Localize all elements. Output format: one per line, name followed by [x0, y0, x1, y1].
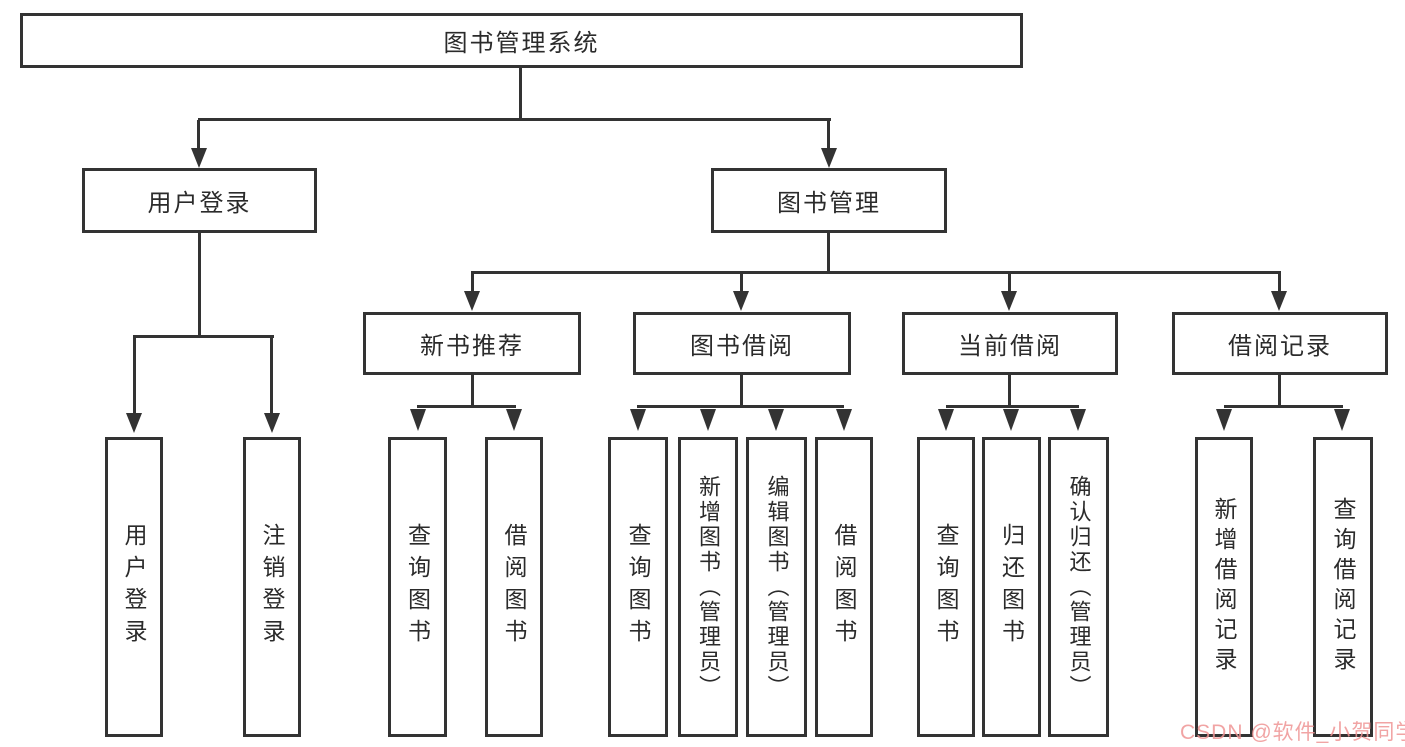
leaf-cb-search-books: 查询图书 — [917, 437, 975, 737]
leaf-bb-borrow-books: 借阅图书 — [815, 437, 873, 737]
node-library-management-system: 图书管理系统 — [20, 13, 1023, 68]
leaf-bb-search-books-label: 查询图书 — [625, 523, 651, 651]
leaf-nb-search-books: 查询图书 — [388, 437, 447, 737]
node-user-login: 用户登录 — [82, 168, 317, 233]
node-current-borrowing-label: 当前借阅 — [958, 333, 1062, 360]
node-book-borrowing: 图书借阅 — [633, 312, 851, 375]
arrow-to-br-search — [1334, 409, 1350, 431]
leaf-nb-search-books-label: 查询图书 — [404, 523, 431, 651]
connector-book-mgmt-hline — [471, 271, 1281, 274]
connector-book-borrow-stem — [740, 375, 743, 407]
arrow-to-new-books — [464, 291, 480, 311]
connector-new-books-drop — [471, 273, 474, 292]
connector-current-borrow-stem — [1008, 375, 1011, 407]
node-book-borrowing-label: 图书借阅 — [690, 333, 794, 360]
connector-leaf-user-login-drop — [133, 337, 136, 415]
node-borrowing-records-label: 借阅记录 — [1228, 333, 1332, 360]
node-library-management-system-label: 图书管理系统 — [443, 30, 600, 57]
connector-new-books-hline — [417, 405, 516, 408]
connector-root-stem — [519, 68, 522, 119]
arrow-to-bb-search — [630, 409, 646, 431]
arrow-to-leaf-logout — [264, 413, 280, 433]
leaf-user-login: 用户登录 — [105, 437, 163, 737]
connector-book-mgmt-drop — [827, 120, 830, 150]
arrow-to-cb-confirm — [1070, 409, 1086, 431]
leaf-cb-confirm-return-admin-label: 确认归还（管理员） — [1066, 474, 1092, 700]
connector-book-borrow-hline — [637, 405, 844, 408]
arrow-to-bb-add — [700, 409, 716, 431]
node-user-login-label: 用户登录 — [147, 190, 252, 217]
leaf-cb-return-books: 归还图书 — [982, 437, 1041, 737]
arrow-to-user-login — [191, 148, 207, 168]
connector-user-login-hline — [133, 335, 274, 338]
leaf-bb-edit-books-admin: 编辑图书（管理员） — [746, 437, 807, 737]
arrow-to-br-add — [1216, 409, 1232, 431]
node-new-book-recommend: 新书推荐 — [363, 312, 581, 375]
connector-book-borrow-drop — [740, 273, 743, 292]
leaf-bb-add-books-admin: 新增图书（管理员） — [678, 437, 738, 737]
leaf-cb-search-books-label: 查询图书 — [933, 523, 959, 651]
leaf-cb-return-books-label: 归还图书 — [998, 523, 1025, 651]
arrow-to-bb-edit — [768, 409, 784, 431]
arrow-to-bb-borrow — [836, 409, 852, 431]
arrow-to-current-borrow — [1001, 291, 1017, 311]
node-current-borrowing: 当前借阅 — [902, 312, 1118, 375]
leaf-bb-add-books-admin-label: 新增图书（管理员） — [696, 474, 721, 700]
leaf-nb-borrow-books-label: 借阅图书 — [501, 523, 527, 651]
node-new-book-recommend-label: 新书推荐 — [420, 333, 524, 360]
leaf-bb-edit-books-admin-label: 编辑图书（管理员） — [764, 474, 790, 700]
connector-leaf-logout-drop — [270, 337, 273, 415]
arrow-to-nb-borrow — [506, 409, 522, 431]
arrow-to-borrow-records — [1271, 291, 1287, 311]
connector-borrow-records-stem — [1278, 375, 1281, 407]
leaf-br-search-record-label: 查询借阅记录 — [1330, 497, 1356, 677]
arrow-to-cb-return — [1003, 409, 1019, 431]
csdn-watermark: CSDN @软件_小贺同学 — [1180, 721, 1405, 744]
arrow-to-cb-search — [938, 409, 954, 431]
leaf-bb-borrow-books-label: 借阅图书 — [831, 523, 857, 651]
leaf-logout-label: 注销登录 — [259, 523, 285, 651]
connector-current-borrow-drop — [1008, 273, 1011, 292]
node-book-management: 图书管理 — [711, 168, 947, 233]
connector-book-mgmt-stem — [827, 233, 830, 273]
leaf-nb-borrow-books: 借阅图书 — [485, 437, 543, 737]
arrow-to-book-mgmt — [821, 148, 837, 168]
leaf-br-search-record: 查询借阅记录 — [1313, 437, 1373, 737]
node-book-management-label: 图书管理 — [777, 190, 881, 217]
connector-new-books-stem — [471, 375, 474, 407]
connector-borrow-records-drop — [1278, 273, 1281, 292]
arrow-to-leaf-user-login — [126, 413, 142, 433]
leaf-bb-search-books: 查询图书 — [608, 437, 668, 737]
connector-user-login-drop — [197, 120, 200, 150]
node-borrowing-records: 借阅记录 — [1172, 312, 1388, 375]
connector-borrow-records-hline — [1224, 405, 1343, 408]
connector-root-hline — [198, 118, 831, 121]
connector-current-borrow-hline — [946, 405, 1079, 408]
leaf-logout: 注销登录 — [243, 437, 301, 737]
arrow-to-book-borrow — [733, 291, 749, 311]
leaf-br-add-record: 新增借阅记录 — [1195, 437, 1253, 737]
arrow-to-nb-search — [410, 409, 426, 431]
leaf-cb-confirm-return-admin: 确认归还（管理员） — [1048, 437, 1109, 737]
leaf-user-login-label: 用户登录 — [121, 523, 147, 651]
leaf-br-add-record-label: 新增借阅记录 — [1211, 497, 1237, 677]
connector-user-login-stem — [198, 233, 201, 337]
